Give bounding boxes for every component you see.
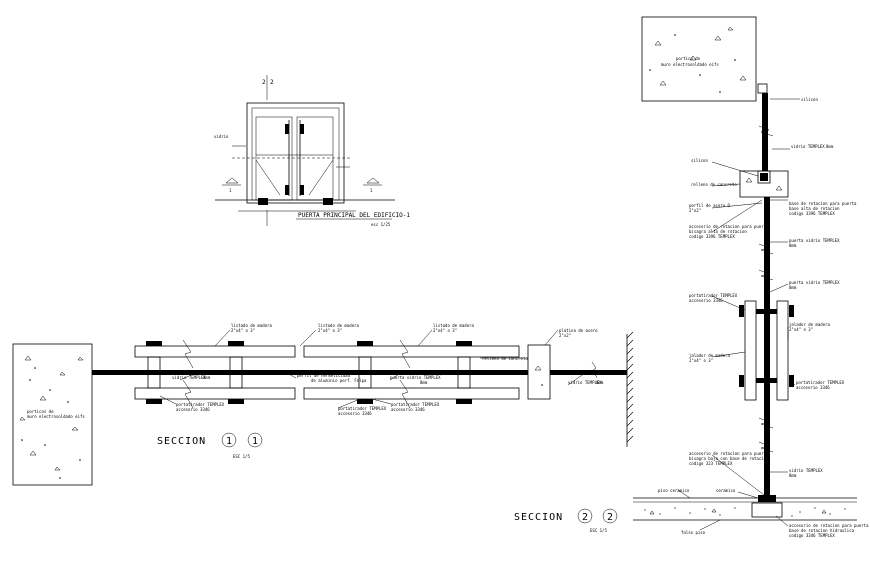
s1-label-2b: 2"x4" o 3"	[318, 328, 342, 333]
section-1-mark-a	[221, 432, 237, 448]
elevation-note-left: vidrio	[214, 134, 229, 139]
s2-label-6: base de rotacion para puerta	[789, 201, 857, 206]
section-mark-right: 1	[370, 188, 373, 193]
elevation-scale: esc 1/25	[371, 222, 391, 227]
s2-label-5: accesorio de rotacion para puerta	[689, 224, 769, 229]
section-2-scale: ESC 1/5	[590, 528, 607, 533]
section-1-mark-a-text: 1	[226, 436, 233, 447]
s2-label-1b: 8mm	[826, 144, 834, 149]
s1-label-11b: accesorio 3346	[338, 411, 372, 416]
s2-label-9: portatirador TEMPLEX	[689, 293, 738, 298]
s1-label-8: puerta vidrio TEMPLEX	[390, 375, 441, 380]
section-1-mark-b-text: 1	[252, 436, 259, 447]
s2-label-12b: accesorio 3346	[796, 385, 830, 390]
s1-label-7: perfil de hermeticidad	[297, 373, 351, 378]
s2-label-13: accesorio de rotacion para puerta	[689, 451, 769, 456]
s1-label-6b: 8mm	[203, 375, 211, 380]
s1-label-7b: de aluminio perf. Felpa	[311, 378, 367, 383]
s2-label-11b: 2"x4" o 3"	[689, 358, 713, 363]
s2-label-13c: codigo 323 TEMPLEX	[689, 461, 733, 466]
s1-label-10b: accesorio 3346	[176, 407, 210, 412]
s1-label-12: portatirador TEMPLEX	[391, 402, 440, 407]
s1-label-8b: 8mm	[420, 380, 428, 385]
s2-label-1: vidrio TEMPLEX	[791, 144, 825, 149]
section-1-mark-b	[247, 432, 263, 448]
s2-label-17b: base de rotacion hidraulica	[789, 528, 855, 533]
s1-label-11: portatirador TEMPLEX	[338, 406, 387, 411]
s2-label-10: jalador de madera	[789, 322, 831, 327]
s2-label-15: piso ceramico	[658, 488, 690, 493]
section-1-title: SECCION	[157, 436, 206, 447]
s2-label-3: relleno de concreto	[691, 182, 737, 187]
s2-label-8: puerta vidrio TEMPLEX	[789, 280, 840, 285]
section-2-mark-a-text: 2	[582, 512, 589, 523]
section-mark-left: 1	[229, 188, 232, 193]
s2-label-7: puerta vidrio TEMPLEX	[789, 238, 840, 243]
s2-label-16: falso piso	[681, 530, 706, 535]
s1-label-4b: 2"x2"	[559, 333, 571, 338]
s2-label-5c: codigo 3396 TEMPLEX	[689, 234, 735, 239]
s1-label-9b: 8mm	[596, 380, 604, 385]
s2-label-14: vidrio TEMPLEX	[789, 468, 823, 473]
top-wall-block	[641, 16, 757, 102]
left-wall-label: porticos de	[27, 409, 54, 414]
s1-label-12b: accesorio 3346	[391, 407, 425, 412]
s2-label-9b: accesorio 3346	[689, 298, 723, 303]
pull-handles	[146, 341, 472, 404]
s2-label-11: jalador de madera	[689, 353, 731, 358]
s1-label-10: portatirador TEMPLEX	[176, 402, 225, 407]
s2-label-7b: 8mm	[789, 243, 797, 248]
section-2-drawing: portico de muro electrosoldado eifs	[514, 16, 869, 538]
steel-plate	[527, 344, 551, 400]
s1-label-3b: 2"x4" o 3"	[433, 328, 457, 333]
s2-label-17: accesorio de rotacion para puerta	[789, 523, 869, 528]
section-2-mark-b-text: 2	[607, 512, 614, 523]
door-elevation: 2 2 1 1 vidrio PUERTA PRINCIPAL DEL EDIF…	[214, 75, 410, 227]
section-2-title: SECCION	[514, 512, 563, 523]
s1-label-6: vidrio TEMPLEX	[172, 375, 206, 380]
top-block-label-2: muro electrosoldado eifs	[661, 62, 719, 67]
s2-label-6c: codigo 3396 TEMPLEX	[789, 211, 835, 216]
s1-label-3: listado de madera	[433, 323, 475, 328]
s1-label-5: relleno de concreto	[482, 356, 528, 361]
s2-label-2: silicon	[691, 158, 708, 163]
s1-label-2: listado de madera	[318, 323, 360, 328]
section-1-drawing: porticos de muro electrosoldado eifs	[12, 323, 634, 486]
s1-label-9: vidrio TEMPLEX	[568, 380, 602, 385]
left-wall-label-2: muro electrosoldado eifs	[27, 414, 85, 419]
s2-label-4: perfil de acero O	[689, 203, 731, 208]
s2-label-4b: 2"x2"	[689, 208, 701, 213]
s2-label-0: silicon	[801, 97, 818, 102]
top-block-label: portico de	[676, 56, 701, 61]
s2-label-6b: base alta de rotacion	[789, 206, 840, 211]
s1-label-1: listado de madera	[231, 323, 273, 328]
s2-label-17c: codigo 3346 TEMPLEX	[789, 533, 835, 538]
s2-label-8b: 8mm	[789, 285, 797, 290]
s2-label-12: portatirador TEMPLEX	[796, 380, 845, 385]
s2-label-13b: bisagra baja con base de rotacion	[689, 456, 769, 461]
section-1-scale: ESC 1/5	[233, 454, 250, 459]
s1-label-4: platina de acero	[559, 328, 598, 333]
section-mark-top-b: 2	[270, 79, 274, 86]
s1-label-1b: 2"x4" o 3"	[231, 328, 255, 333]
section-2-mark-b	[602, 508, 618, 524]
s2-label-5b: bisagra alta de rotacion	[689, 229, 747, 234]
section-2-mark-a	[577, 508, 593, 524]
elevation-title: PUERTA PRINCIPAL DEL EDIFICIO-1	[298, 212, 410, 219]
left-wall-block	[12, 343, 93, 486]
s2-label-10b: 2"x4" o 3"	[789, 327, 813, 332]
s2-label-15b: ceramico	[716, 488, 736, 493]
s2-label-14b: 8mm	[789, 473, 797, 478]
section-mark-top: 2	[262, 79, 266, 86]
